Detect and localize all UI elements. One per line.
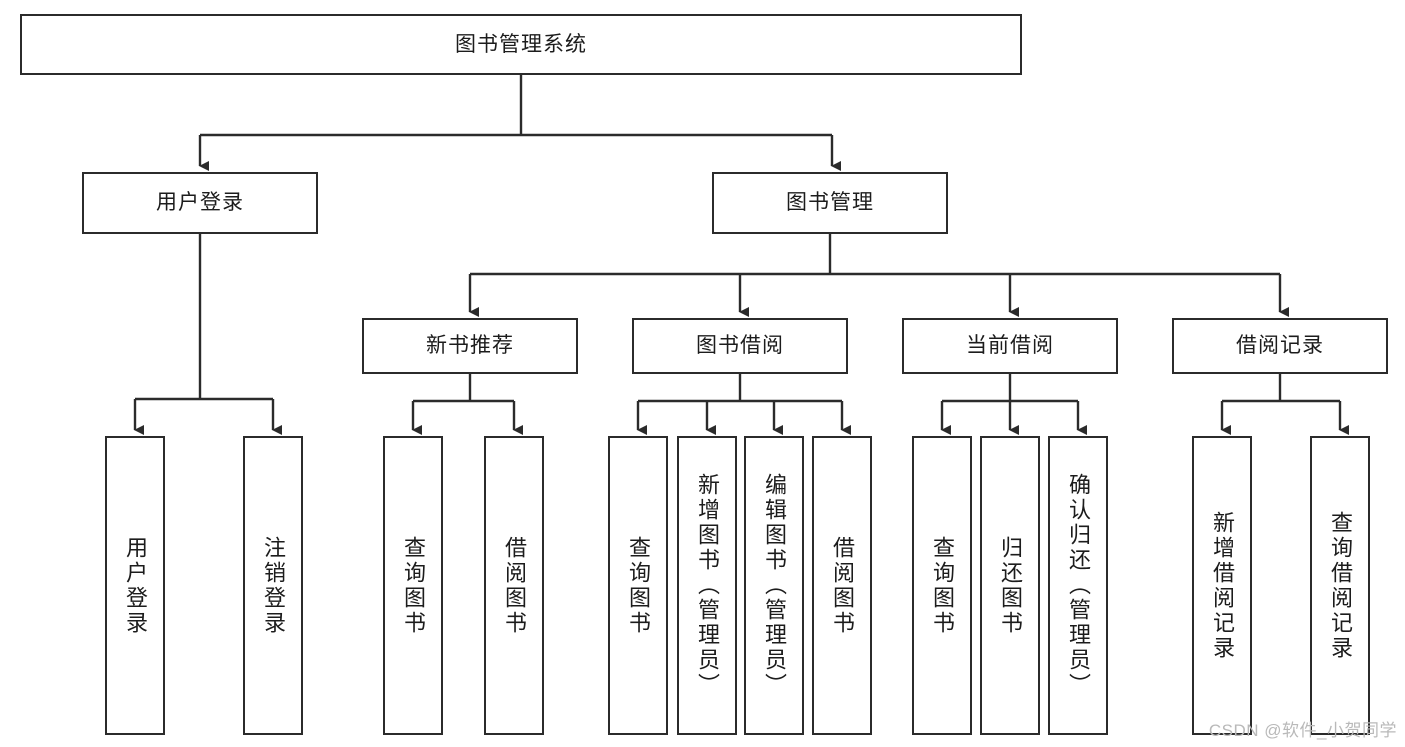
- leaf-add-borrow-record[interactable]: 新增借阅记录: [1192, 436, 1252, 735]
- node-borrow-record[interactable]: 借阅记录: [1172, 318, 1388, 374]
- leaf-borrow-book-recommend[interactable]: 借阅图书: [484, 436, 544, 735]
- node-label: 当前借阅: [966, 334, 1054, 358]
- node-label: 图书管理系统: [455, 32, 587, 56]
- node-label: 新书推荐: [426, 334, 514, 358]
- node-label: 注销登录: [261, 535, 286, 636]
- node-label: 查询图书: [626, 535, 651, 636]
- node-label: 借阅图书: [830, 535, 855, 636]
- csdn-watermark: CSDN @软件_小贺同学: [1208, 721, 1397, 740]
- node-book-borrow[interactable]: 图书借阅: [632, 318, 848, 374]
- leaf-borrow-book[interactable]: 借阅图书: [812, 436, 872, 735]
- node-label: 用户登录: [123, 535, 148, 636]
- leaf-add-book-admin[interactable]: 新增图书（管理员）: [677, 436, 737, 735]
- node-label: 查询借阅记录: [1328, 510, 1353, 661]
- node-label: 用户登录: [156, 191, 244, 215]
- node-label: 图书管理: [786, 191, 874, 215]
- leaf-logout-login[interactable]: 注销登录: [243, 436, 303, 735]
- node-root-book-management-system[interactable]: 图书管理系统: [20, 14, 1022, 75]
- node-label: 编辑图书（管理员）: [762, 473, 787, 698]
- node-label: 借阅记录: [1236, 334, 1324, 358]
- node-label: 图书借阅: [696, 334, 784, 358]
- node-label: 新增借阅记录: [1210, 510, 1235, 661]
- leaf-query-book-current[interactable]: 查询图书: [912, 436, 972, 735]
- node-label: 新增图书（管理员）: [695, 473, 720, 698]
- leaf-user-login[interactable]: 用户登录: [105, 436, 165, 735]
- node-current-borrow[interactable]: 当前借阅: [902, 318, 1118, 374]
- node-user-login[interactable]: 用户登录: [82, 172, 318, 234]
- leaf-query-book-borrow[interactable]: 查询图书: [608, 436, 668, 735]
- node-label: 确认归还（管理员）: [1066, 473, 1091, 698]
- node-label: 查询图书: [401, 535, 426, 636]
- leaf-query-book-recommend[interactable]: 查询图书: [383, 436, 443, 735]
- node-book-management[interactable]: 图书管理: [712, 172, 948, 234]
- node-label: 归还图书: [998, 535, 1023, 636]
- node-label: 借阅图书: [502, 535, 527, 636]
- leaf-return-book[interactable]: 归还图书: [980, 436, 1040, 735]
- node-new-book-recommend[interactable]: 新书推荐: [362, 318, 578, 374]
- leaf-confirm-return-admin[interactable]: 确认归还（管理员）: [1048, 436, 1108, 735]
- node-label: 查询图书: [930, 535, 955, 636]
- leaf-edit-book-admin[interactable]: 编辑图书（管理员）: [744, 436, 804, 735]
- leaf-query-borrow-record[interactable]: 查询借阅记录: [1310, 436, 1370, 735]
